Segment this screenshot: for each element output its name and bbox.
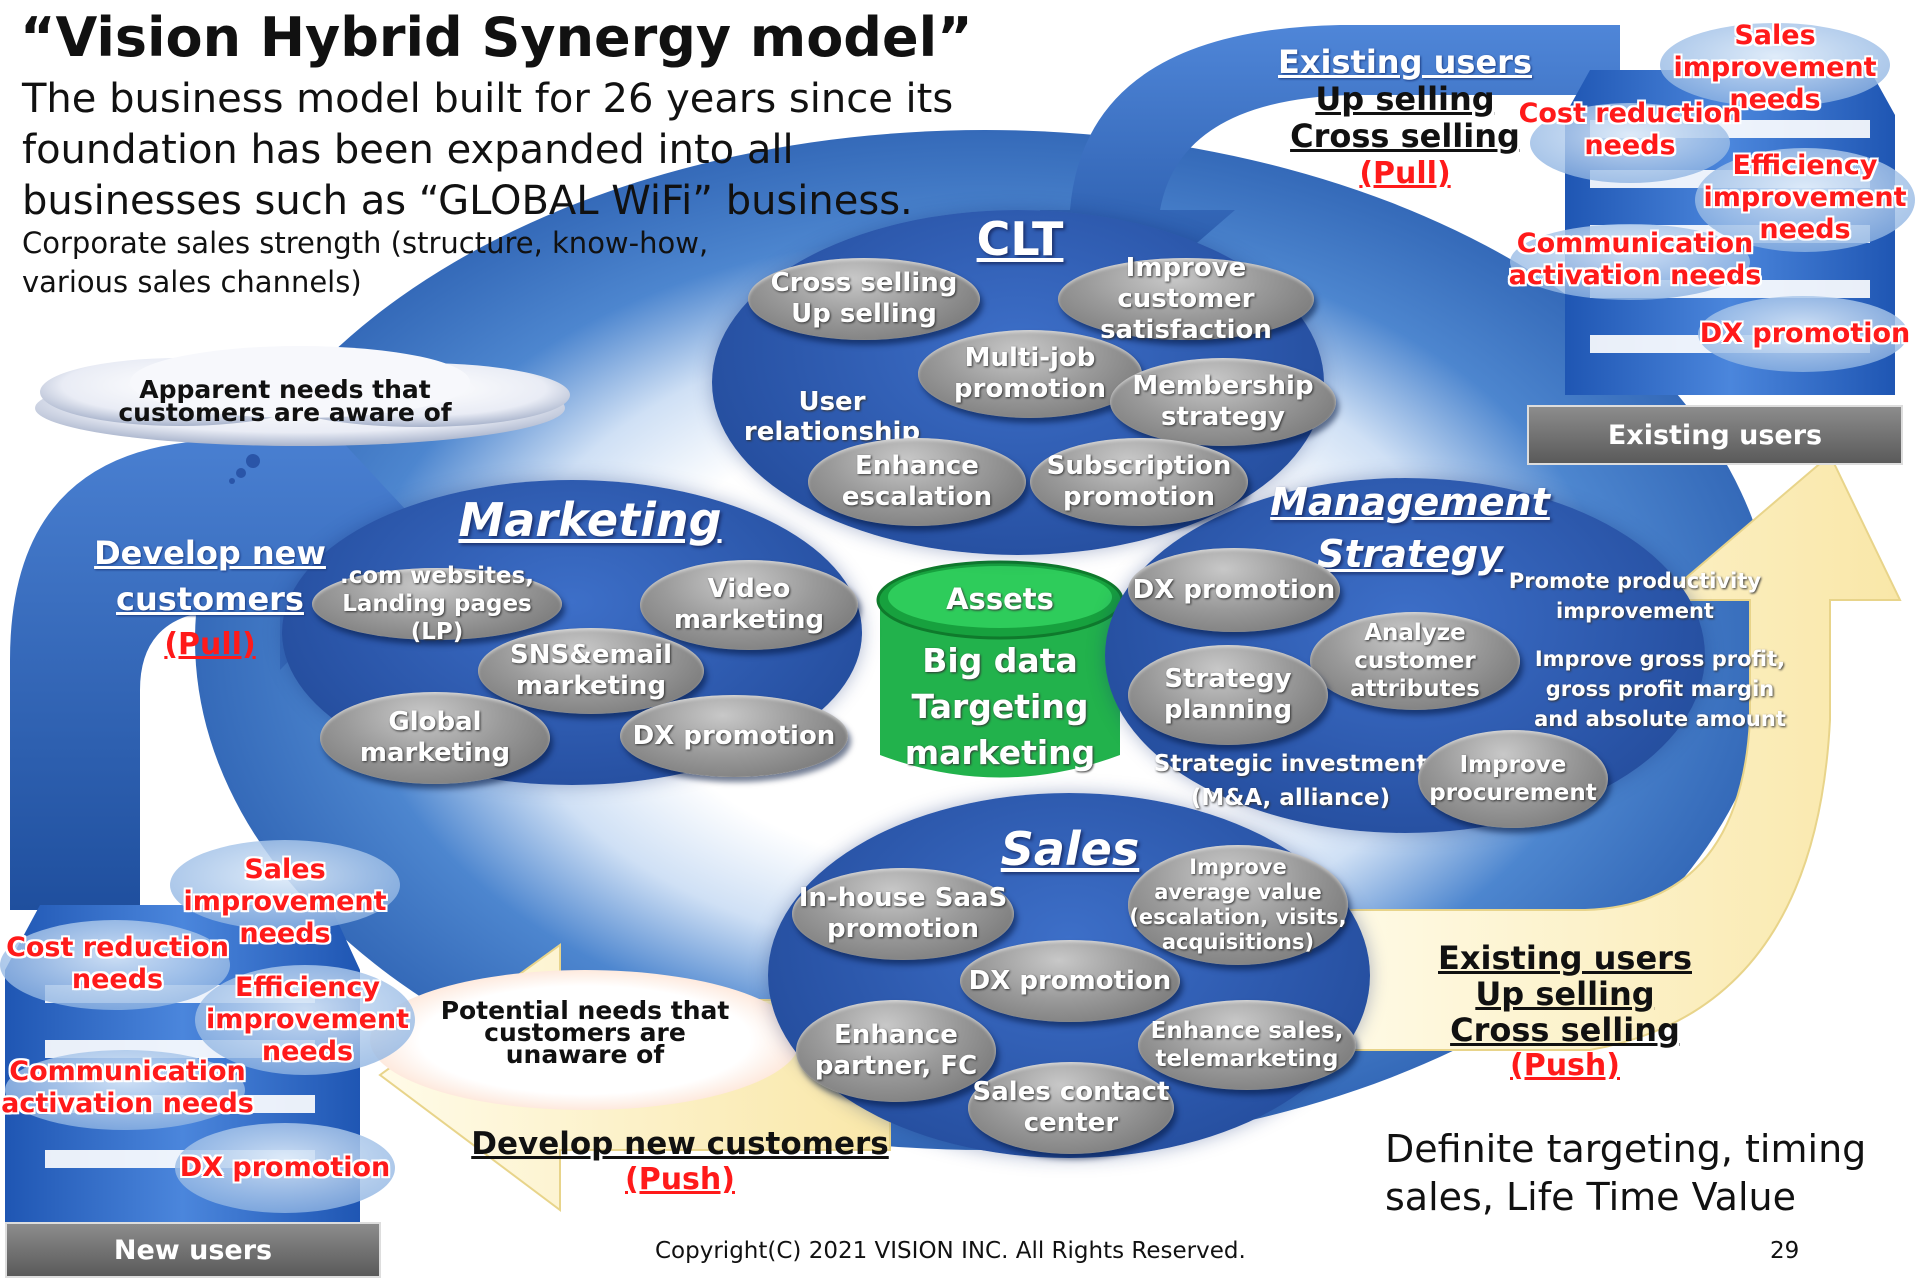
marketing-video: Video marketing [640,560,858,650]
mgmt-improve-procurement: Improve procurement [1418,730,1608,828]
marketing-global: Global marketing [320,692,550,784]
tr-efficiency-improvement-needs: Efficiency improvement needs [1703,150,1907,245]
mgmt-promote-productivity: Promote productivity improvement [1508,569,1762,623]
clt-multi-job-promotion: Multi-job promotion [918,330,1142,418]
bl-efficiency-improvement-needs: Efficiency improvement needs [205,972,410,1067]
tr-sales-improvement-needs: Sales improvement needs [1673,20,1877,115]
potential-needs-text: Potential needs that customers are unawa… [440,996,730,1069]
clt-improve-customer-satisfaction: Improve customer satisfaction [1058,253,1314,345]
page-number: 29 [1770,1238,1800,1264]
develop-pull-label: Develop new customers (Pull) [85,530,335,668]
existing-users-label: Existing users [1527,405,1903,465]
existing-pull-line-3: Cross selling [1290,117,1520,155]
develop-pull-line-2: customers [116,580,304,618]
subtitle-small-line-1: Corporate sales strength (structure, kno… [22,226,709,260]
bl-cost-reduction-needs: Cost reduction needs [6,932,229,995]
sales-contact-center: Sales contact center [968,1062,1174,1154]
existing-push-line-4: (Push) [1510,1048,1620,1083]
clt-membership-strategy: Membership strategy [1110,358,1336,446]
sales-title: Sales [1000,822,1140,876]
subtitle: The business model built for 26 years si… [22,74,1022,227]
mgmt-strategy-planning: Strategy planning [1128,645,1328,745]
sales-enhance-partner-fc: Enhance partner, FC [796,1000,996,1102]
existing-push-line-3: Cross selling [1450,1011,1680,1049]
clt-title: CLT [976,212,1064,266]
develop-push-line-1: Develop new customers [471,1126,889,1162]
existing-pull-line-2: Up selling [1315,80,1495,118]
clt-cross-selling-up-selling: Cross selling Up selling [748,258,980,340]
bl-dx-promotion: DX promotion [179,1152,391,1183]
marketing-sns-email: SNS&email marketing [478,628,704,714]
sales-enhance-telemarketing: Enhance sales, telemarketing [1138,1000,1356,1090]
copyright: Copyright(C) 2021 VISION INC. All Rights… [655,1238,1246,1264]
tr-communication-activation-needs: Communication activation needs [1508,228,1762,291]
assets-label: Assets [946,582,1054,616]
develop-push-label: Develop new customers (Push) [460,1126,900,1198]
marketing-title: Marketing [458,493,722,547]
bl-communication-activation-needs: Communication activation needs [1,1056,254,1119]
existing-pull-label: Existing users Up selling Cross selling … [1265,44,1545,192]
mgmt-analyze-customer-attributes: Analyze customer attributes [1310,612,1520,710]
tr-cost-reduction-needs: Cost reduction needs [1518,98,1742,161]
mgmt-improve-gross-profit: Improve gross profit, gross profit margi… [1534,647,1786,731]
bl-sales-improvement-needs: Sales improvement needs [183,854,387,949]
marketing-websites-lp: .com websites, Landing pages (LP) [312,563,562,645]
sales-in-house-saas: In-house SaaS promotion [792,868,1014,960]
existing-push-line-2: Up selling [1475,975,1655,1013]
existing-push-line-1: Existing users [1438,939,1692,977]
mgmt-dx-promotion: DX promotion [1128,548,1340,632]
sales-improve-average-value: Improve average value (escalation, visit… [1128,845,1348,965]
marketing-dx-promotion: DX promotion [620,695,848,777]
clt-subscription-promotion: Subscription promotion [1030,438,1248,526]
sales-dx-promotion: DX promotion [960,940,1180,1022]
new-users-label: New users [5,1222,381,1278]
tr-dx-promotion: DX promotion [1699,318,1911,349]
apparent-needs-text: Apparent needs that customers are aware … [118,375,452,427]
existing-push-label: Existing users Up selling Cross selling … [1430,940,1700,1084]
page-title: “Vision Hybrid Synergy model” [20,6,973,69]
develop-pull-line-1: Develop new [94,534,326,572]
mgmt-strategic-investment: Strategic investment (M&A, alliance) [1153,751,1428,811]
existing-pull-line-1: Existing users [1278,43,1532,81]
subtitle-line-1: The business model built for 26 years si… [22,76,954,122]
management-title: Management [1270,480,1550,524]
assets-body: Big data Targeting marketing [904,641,1096,772]
subtitle-small-line-2: various sales channels) [22,265,362,299]
subtitle-line-3: businesses such as “GLOBAL WiFi” busines… [22,178,913,224]
subtitle-line-2: foundation has been expanded into all [22,127,794,173]
subtitle-small: Corporate sales strength (structure, kno… [22,224,802,302]
strategy-title: Strategy [1317,532,1503,576]
existing-pull-line-4: (Pull) [1359,156,1451,191]
definite-targeting-text: Definite targeting, timing sales, Life T… [1385,1127,1867,1219]
develop-pull-line-3: (Pull) [164,627,256,662]
develop-push-line-2: (Push) [625,1162,735,1197]
clt-enhance-escalation: Enhance escalation [808,438,1026,526]
